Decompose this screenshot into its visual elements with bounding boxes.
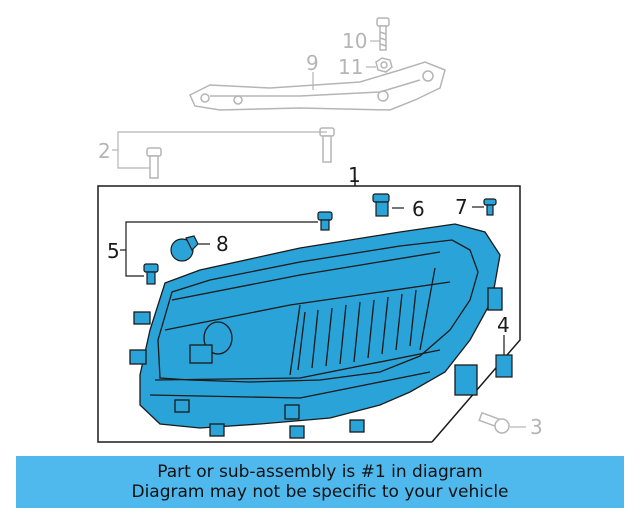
headlamp-assembly-icon xyxy=(129,223,503,439)
callout-11: 11 xyxy=(338,55,363,79)
mounting-bracket-icon xyxy=(495,354,513,378)
bolt-icon xyxy=(478,411,510,434)
mounting-bracket-icon xyxy=(189,61,446,111)
bolt-icon xyxy=(143,211,333,285)
info-banner: Part or sub-assembly is #1 in diagram Di… xyxy=(16,456,624,508)
callout-5: 5 xyxy=(107,239,120,263)
callout-6: 6 xyxy=(412,197,425,221)
banner-line-1: Part or sub-assembly is #1 in diagram xyxy=(157,462,483,482)
callout-10: 10 xyxy=(342,29,367,53)
callout-4: 4 xyxy=(497,313,510,337)
callout-2: 2 xyxy=(98,139,111,163)
banner-line-2: Diagram may not be specific to your vehi… xyxy=(131,482,509,502)
nut-icon xyxy=(375,57,393,73)
parts-diagram: 1 2 3 4 5 6 7 8 9 10 11 xyxy=(97,17,543,443)
bolt-icon xyxy=(483,198,497,216)
clip-icon xyxy=(372,193,390,217)
callout-1: 1 xyxy=(348,163,361,187)
callout-3: 3 xyxy=(530,415,543,439)
callout-9: 9 xyxy=(306,51,319,75)
bolt-icon xyxy=(146,127,335,179)
cap-icon xyxy=(170,235,199,262)
callout-8: 8 xyxy=(216,232,229,256)
callout-7: 7 xyxy=(455,195,468,219)
bolt-icon xyxy=(376,17,390,51)
